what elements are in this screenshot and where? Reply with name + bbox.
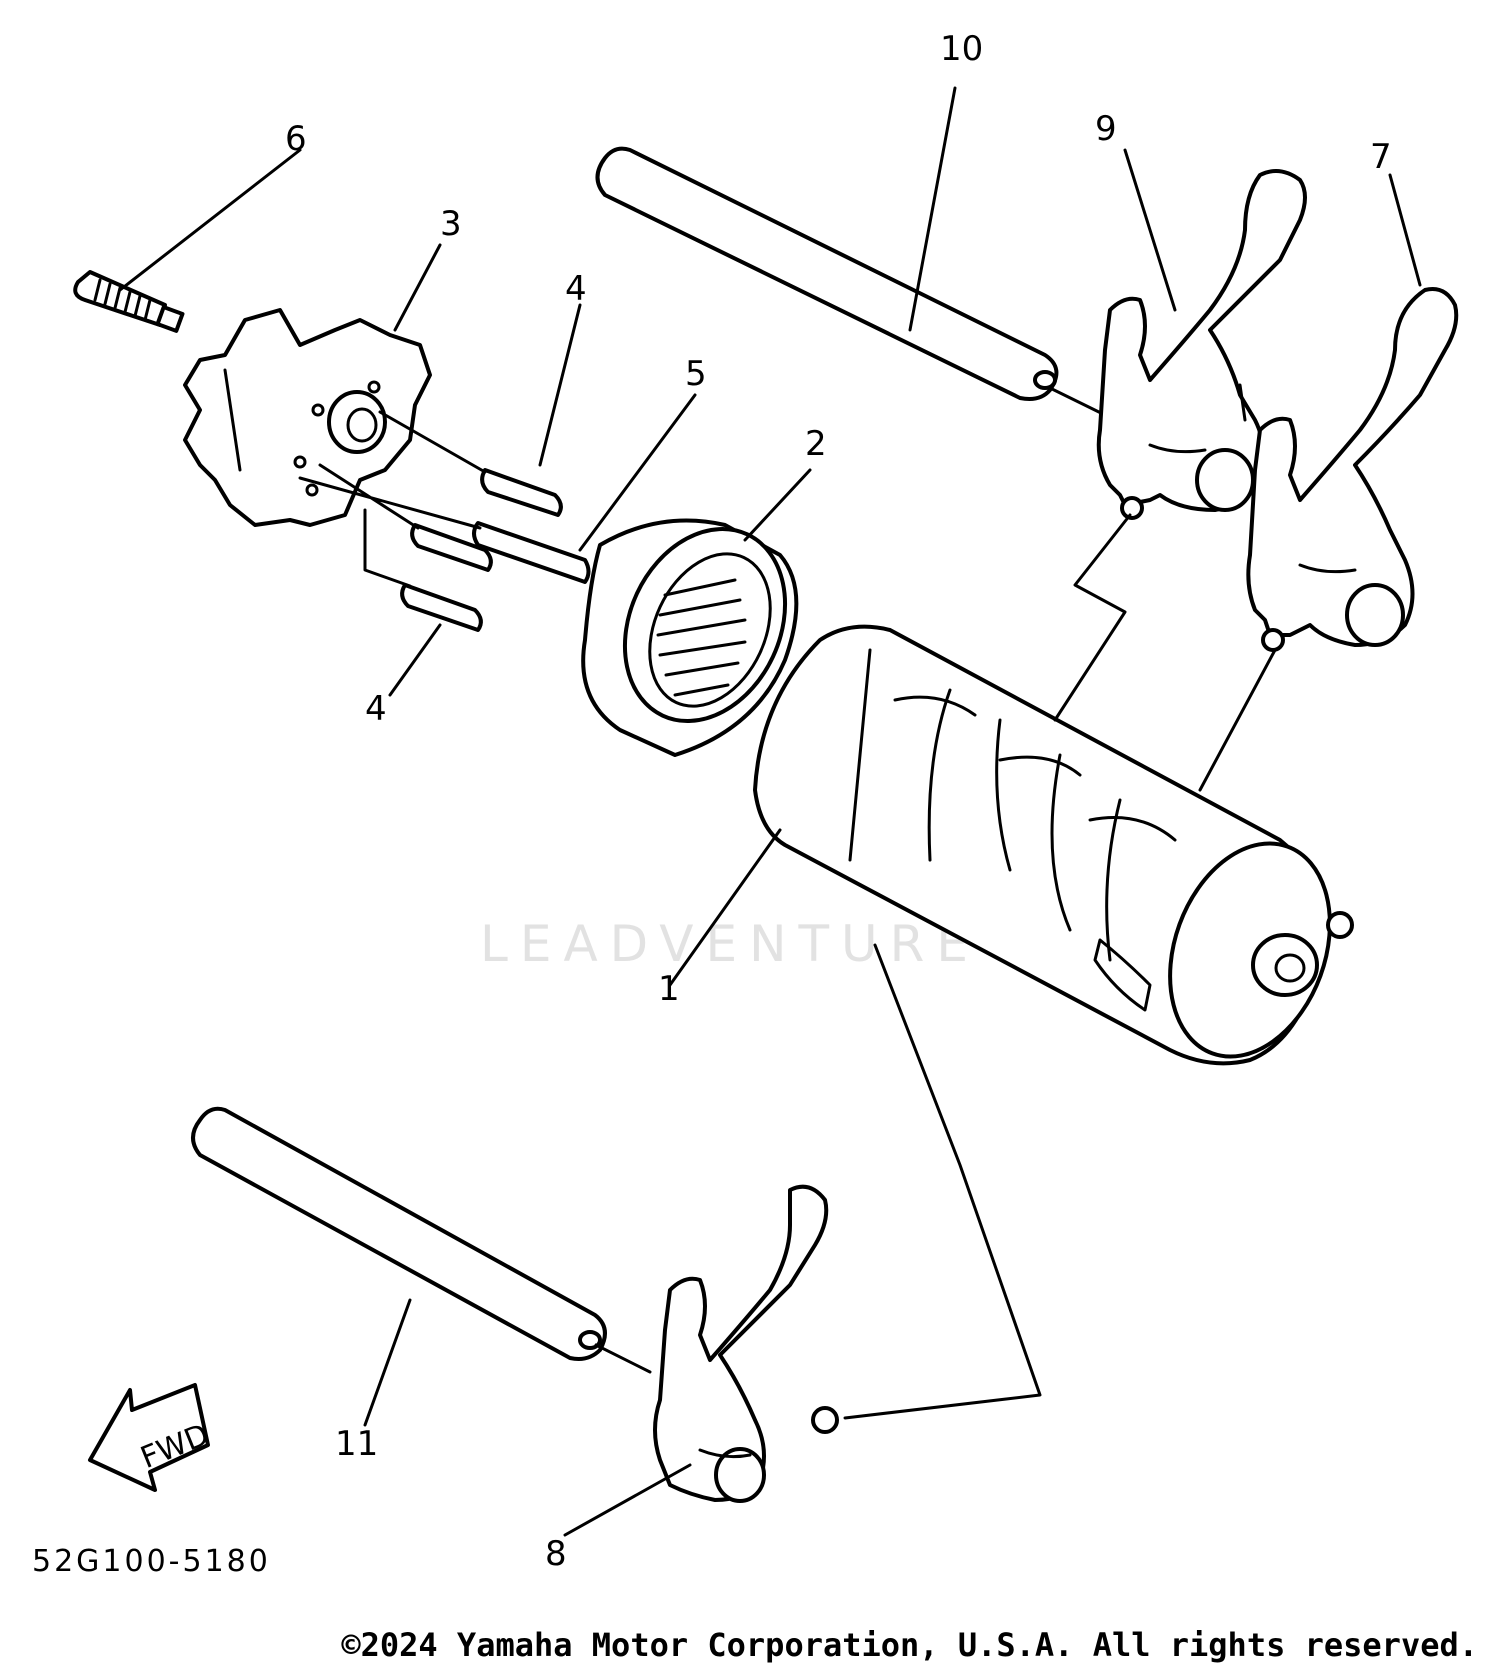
part-3-segment[interactable] — [183, 308, 432, 527]
callout-4-upper: 4 — [565, 269, 587, 309]
callout-4-lower: 4 — [365, 689, 387, 729]
part-2-bearing[interactable] — [581, 503, 815, 757]
diagram-code: 52G100-5180 — [32, 1544, 271, 1579]
part-4-pin-middle[interactable] — [410, 523, 493, 572]
fwd-arrow-icon: FWD — [88, 1383, 214, 1492]
callout-10: 10 — [940, 29, 983, 69]
part-9-shift-fork[interactable] — [1096, 169, 1307, 520]
part-7-shift-fork[interactable] — [1246, 287, 1459, 652]
part-10-guide-bar[interactable] — [595, 146, 1107, 417]
watermark-text: LEADVENTURE — [480, 915, 980, 973]
leader-lines — [118, 86, 1422, 1537]
callout-8: 8 — [545, 1534, 567, 1574]
callout-6: 6 — [285, 119, 307, 159]
part-8-shift-fork[interactable] — [653, 1184, 839, 1503]
part-1-shift-drum[interactable] — [753, 624, 1358, 1079]
part-11-guide-bar[interactable] — [191, 1106, 652, 1374]
part-4-pin-upper[interactable] — [480, 468, 563, 517]
part-5-pin[interactable] — [472, 521, 591, 584]
part-6-bolt[interactable] — [73, 270, 185, 333]
callout-7: 7 — [1370, 137, 1392, 177]
callout-2: 2 — [805, 424, 827, 464]
callout-3: 3 — [440, 204, 462, 244]
callout-11: 11 — [335, 1424, 378, 1464]
callout-9: 9 — [1095, 109, 1117, 149]
callout-5: 5 — [685, 354, 707, 394]
part-4-pin-lower[interactable] — [400, 583, 483, 632]
callout-1: 1 — [658, 969, 680, 1009]
copyright-notice: ©2024 Yamaha Motor Corporation, U.S.A. A… — [341, 1626, 1478, 1664]
